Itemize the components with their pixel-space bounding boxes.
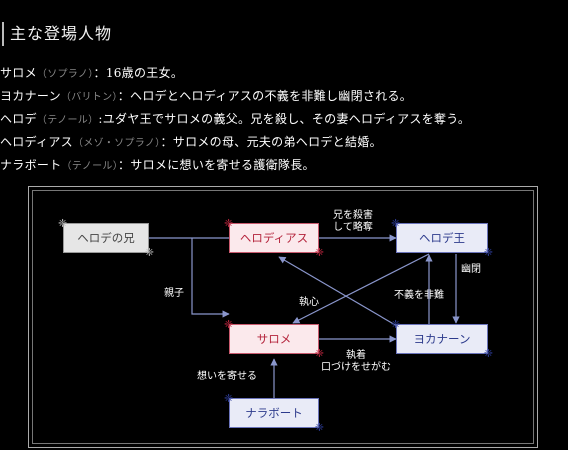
line-jochanaan-herodias — [278, 256, 398, 327]
node-label: ヘロデ王 — [419, 231, 465, 245]
cast-list: サロメ（ソプラノ）：16歳の王女。 ヨカナーン（バリトン）：ヘロデとヘロディアス… — [0, 64, 470, 179]
cast-desc: ：サロメに想いを寄せる護衛隊長。 — [118, 158, 315, 172]
node-jochanaan: ❈ ヨカナーン ❈ — [391, 319, 493, 359]
relationship-lines — [149, 234, 460, 398]
ornament-icon: ❈ — [483, 347, 493, 360]
page-heading: 主な登場人物 — [2, 22, 112, 46]
ornament-icon: ❈ — [144, 246, 154, 259]
cast-desc: ：サロメの母、元夫の弟ヘロデと結婚。 — [160, 135, 382, 149]
node-salome: ❈ サロメ ❈ — [224, 319, 324, 359]
cast-item-herodias: ヘロディアス（メゾ・ソプラノ）：サロメの母、元夫の弟ヘロデと結婚。 — [0, 133, 470, 156]
cast-voice: （テノール） — [61, 161, 119, 172]
ornament-icon: ❈ — [391, 217, 401, 230]
chart-inner-frame — [32, 190, 534, 444]
line-herod-salome — [292, 253, 430, 324]
label-denounce: 不義を非難 — [394, 290, 444, 301]
label-line: 兄を殺害 — [333, 210, 373, 221]
cast-item-herod: ヘロデ（テノール）:ユダヤ王でサロメの義父。兄を殺し、その妻ヘロディアスを奪う。 — [0, 110, 470, 133]
label-kill-and-take: 兄を殺害 して略奪 — [333, 210, 373, 234]
node-herodias: ❈ ヘロディアス ❈ — [224, 218, 324, 258]
cast-voice: （バリトン） — [60, 92, 118, 103]
label-line: 口づけをせがむ — [321, 362, 391, 373]
cast-desc: :ユダヤ王でサロメの義父。兄を殺し、その妻ヘロディアスを奪う。 — [98, 112, 471, 126]
cast-item-narraboth: ナラボート（テノール）：サロメに想いを寄せる護衛隊長。 — [0, 156, 470, 179]
cast-name: ヘロディアス — [0, 135, 73, 149]
label-line: 執着 — [346, 350, 366, 361]
cast-voice: （メゾ・ソプラノ） — [72, 138, 161, 149]
label-obsession: 執着 口づけをせがむ — [321, 350, 391, 374]
ornament-icon: ❈ — [224, 318, 234, 331]
ornament-icon: ❈ — [58, 217, 68, 230]
label-parent: 親子 — [164, 288, 184, 299]
cast-name: サロメ — [0, 66, 37, 80]
ornament-icon: ❈ — [314, 246, 324, 259]
cast-name: ヘロデ — [0, 112, 37, 126]
ornament-icon: ❈ — [314, 421, 324, 434]
node-label: サロメ — [256, 332, 292, 346]
node-label: ヘロディアス — [239, 231, 309, 245]
cast-voice: （ソプラノ） — [36, 69, 94, 80]
ornament-icon: ❈ — [391, 318, 401, 331]
ornament-icon: ❈ — [224, 217, 234, 230]
label-line: して略奪 — [333, 222, 373, 233]
ornament-icon: ❈ — [483, 246, 493, 259]
node-label: ヘロデの兄 — [77, 231, 135, 245]
label-longing: 想いを寄せる — [197, 371, 257, 382]
cast-desc: ：ヘロデとヘロディアスの不義を非難し幽閉される。 — [117, 89, 413, 103]
node-herod: ❈ ヘロデ王 ❈ — [391, 218, 493, 258]
node-herod-brother: ❈ ヘロデの兄 ❈ — [58, 218, 154, 258]
cast-voice: （テノール） — [36, 115, 99, 126]
cast-name: ナラボート — [0, 158, 62, 172]
label-infatuation: 執心 — [299, 297, 319, 308]
label-imprison: 幽閉 — [461, 264, 481, 275]
node-label: ナラボート — [245, 406, 303, 420]
ornament-icon: ❈ — [314, 347, 324, 360]
node-label: ヨカナーン — [413, 332, 471, 346]
cast-desc: ：16歳の王女。 — [93, 66, 184, 80]
line-brother-salome — [191, 238, 230, 318]
node-narraboth: ❈ ナラボート ❈ — [224, 393, 324, 433]
ornament-icon: ❈ — [224, 392, 234, 405]
cast-item-jochanaan: ヨカナーン（バリトン）：ヘロデとヘロディアスの不義を非難し幽閉される。 — [0, 87, 470, 110]
relationship-chart: ❈ ヘロデの兄 ❈ ❈ ヘロディアス ❈ ❈ ヘロデ王 ❈ ❈ サロメ ❈ ❈ … — [28, 186, 538, 448]
cast-name: ヨカナーン — [0, 89, 61, 103]
cast-item-salome: サロメ（ソプラノ）：16歳の王女。 — [0, 64, 470, 87]
